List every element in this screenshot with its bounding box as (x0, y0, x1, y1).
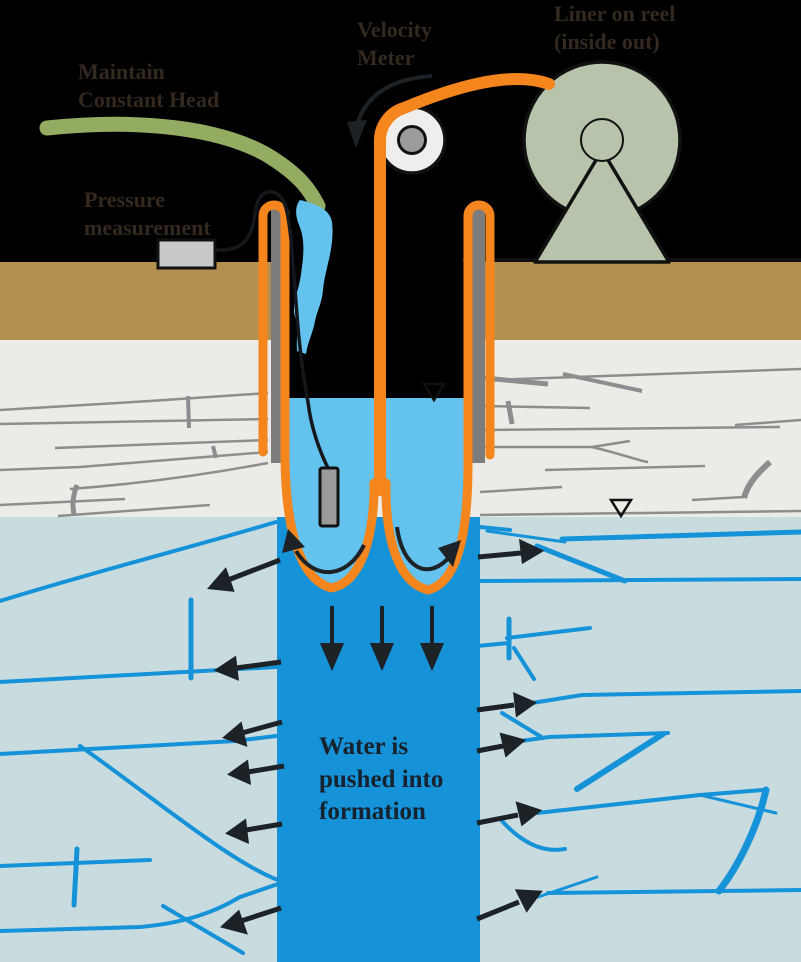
pressure-gauge-box (156, 238, 217, 270)
label-liner-on-reel: Liner on reel (inside out) (554, 1, 676, 55)
reel-hub (580, 118, 624, 162)
liner-reel (522, 60, 682, 264)
rotation-arrow (347, 74, 433, 148)
liner (258, 73, 555, 595)
saturated-fractures (0, 520, 801, 955)
flow-arrows-right (476, 538, 545, 922)
liner-left-wall (258, 200, 379, 593)
liner-right-wall (381, 200, 495, 595)
pressure-transducer (318, 466, 340, 528)
rotation-arrow-head (347, 120, 367, 148)
label-velocity-meter: Velocity Meter (357, 17, 432, 71)
eversion-arrow-right-head (438, 540, 461, 567)
constant-head-hose (39, 116, 326, 214)
water-table-symbol-formation (608, 498, 634, 519)
eversion-arrow-left-head (282, 529, 305, 553)
velocity-meter-hub (397, 125, 427, 155)
liner-water-right-lobe (386, 398, 473, 591)
water-table-symbol-borehole (421, 382, 447, 403)
flow-arrows-left (206, 557, 285, 935)
transducer-cable (214, 190, 330, 469)
label-pressure-measurement: Pressure measurement (84, 187, 211, 241)
casing-right (470, 205, 485, 463)
reel-stand (533, 148, 671, 264)
vadose-fractures (0, 367, 801, 518)
borehole-water-column (277, 517, 480, 962)
label-water-pushed-into-formation: Water is pushed into formation (319, 733, 444, 825)
eversion-arrows (282, 526, 461, 575)
downward-flow-arrows (319, 606, 445, 672)
label-maintain-constant-head: Maintain Constant Head (78, 59, 220, 113)
liner-descending-strand (373, 73, 555, 496)
pouring-water-stream (293, 200, 333, 354)
